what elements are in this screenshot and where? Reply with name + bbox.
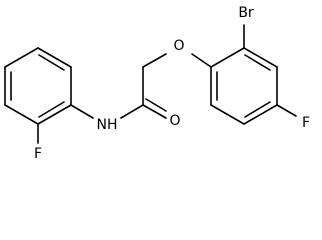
bond-ring-to-fluorine [276, 104, 297, 117]
bond [4, 47, 39, 68]
fluorine-right-label: F [302, 115, 310, 131]
bond [37, 104, 72, 125]
double-bond-inner [38, 54, 65, 71]
bond-ring-to-nitrogen [70, 104, 94, 119]
double-bond-inner [244, 101, 271, 118]
bond-oxygen-to-ring [191, 53, 212, 68]
bond-nitrogen-to-carbonyl [120, 104, 144, 119]
bond [210, 47, 245, 68]
bond [210, 104, 245, 125]
ether-oxygen-label: O [173, 38, 184, 54]
amide-nh-label: NH [97, 117, 118, 133]
bond [243, 47, 278, 68]
chemical-structure: F NH O O Br F [4, 5, 310, 162]
bond [4, 104, 39, 125]
carbonyl-bond-2 [145, 98, 167, 112]
double-bond-inner [38, 101, 65, 118]
bond [243, 104, 278, 125]
bromine-label: Br [238, 5, 254, 21]
right-benzene-ring [210, 47, 278, 125]
bond [37, 47, 72, 68]
fluorine-left-label: F [34, 146, 42, 162]
double-bond-inner [244, 54, 271, 71]
bond-methylene-to-oxygen [142, 53, 167, 68]
carbonyl-bond-1 [142, 104, 167, 119]
left-benzene-ring [4, 47, 72, 125]
carbonyl-oxygen-label: O [169, 113, 180, 129]
